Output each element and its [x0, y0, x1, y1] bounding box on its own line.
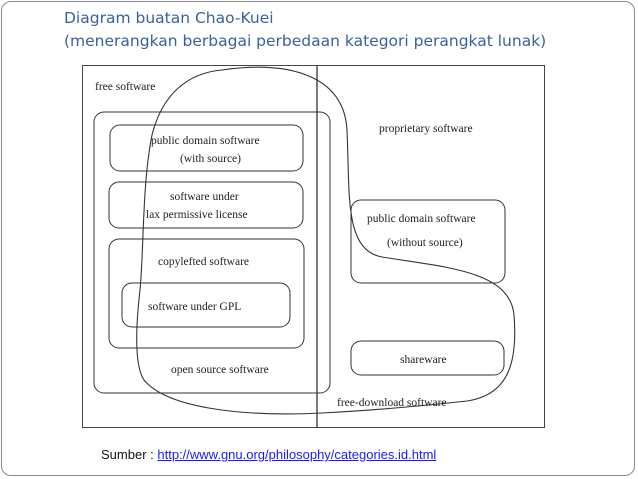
source-prefix: Sumber : — [101, 447, 158, 462]
diagram-svg: free software proprietary software publi… — [82, 65, 545, 428]
shareware-box — [350, 340, 505, 376]
label-free-download-software: free-download software — [337, 397, 447, 409]
label-software-under-gpl: software under GPL — [148, 301, 241, 313]
source-footer: Sumber : http://www.gnu.org/philosophy/c… — [101, 447, 436, 462]
public-domain-with-source-box — [109, 124, 304, 172]
lax-permissive-box — [108, 181, 304, 229]
gpl-box — [121, 282, 291, 328]
label-proprietary-software: proprietary software — [379, 123, 473, 135]
label-shareware: shareware — [400, 354, 447, 366]
source-link[interactable]: http://www.gnu.org/philosophy/categories… — [157, 447, 437, 462]
public-domain-without-source-box — [350, 199, 506, 284]
label-public-domain-without-source-1: public domain software — [367, 213, 476, 225]
label-copylefted-software: copylefted software — [158, 256, 249, 268]
label-lax-permissive-1: software under — [170, 191, 239, 203]
slide-title-line-2: (menerangkan berbagai perbedaan kategori… — [64, 32, 547, 50]
label-free-software: free software — [95, 81, 155, 93]
label-open-source-software: open source software — [171, 364, 269, 376]
software-categories-diagram: free software proprietary software publi… — [82, 65, 545, 428]
label-public-domain-with-source-1: public domain software — [151, 135, 260, 147]
open-source-region — [93, 111, 331, 394]
label-lax-permissive-2: lax permissive license — [146, 209, 248, 221]
slide-title-line-1: Diagram buatan Chao-Kuei — [64, 9, 274, 27]
free-download-loop — [136, 66, 516, 415]
slide-title: Diagram buatan Chao-Kuei (menerangkan be… — [64, 7, 546, 53]
label-public-domain-without-source-2: (without source) — [387, 237, 463, 249]
label-public-domain-with-source-2: (with source) — [180, 153, 241, 165]
diagram-outer-box — [82, 65, 545, 428]
copylefted-box — [108, 238, 305, 349]
